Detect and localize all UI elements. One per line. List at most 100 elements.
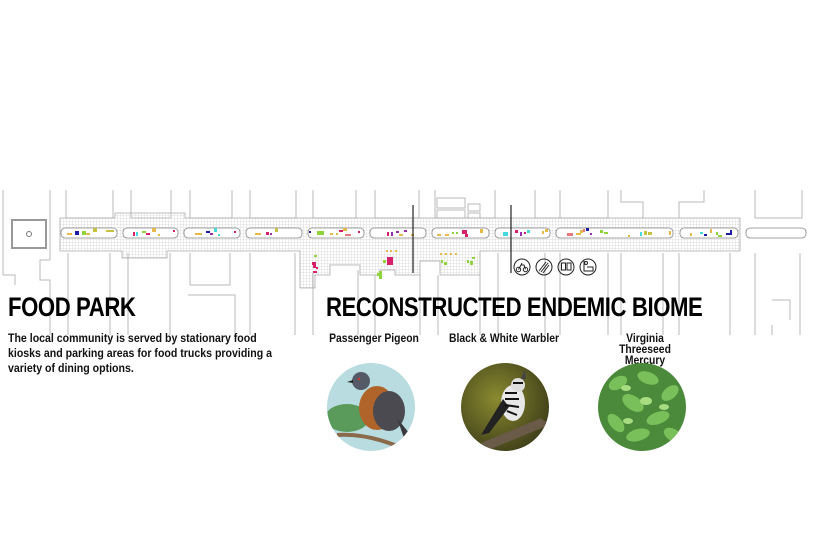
food-kiosk-marker bbox=[704, 234, 707, 236]
bench-icon bbox=[579, 258, 597, 276]
food-kiosk-marker bbox=[567, 233, 573, 236]
food-park-description: The local community is served by station… bbox=[8, 333, 272, 375]
food-kiosk-marker bbox=[542, 231, 544, 234]
plaza-grid bbox=[59, 212, 741, 289]
fountain-icon bbox=[26, 231, 32, 237]
median-strips bbox=[60, 227, 807, 239]
food-kiosk-marker bbox=[343, 228, 347, 231]
food-kiosk-marker bbox=[445, 234, 449, 236]
food-kiosk-marker bbox=[136, 232, 138, 236]
food-kiosk-marker bbox=[456, 232, 458, 234]
food-kiosk-marker bbox=[520, 232, 522, 236]
food-kiosk-marker bbox=[270, 233, 272, 235]
food-kiosk-marker bbox=[358, 231, 360, 233]
food-kiosk-marker bbox=[214, 228, 217, 232]
food-kiosk-marker bbox=[452, 232, 454, 234]
food-kiosk-marker bbox=[82, 231, 86, 235]
food-kiosk-marker bbox=[445, 253, 447, 255]
food-kiosk-marker bbox=[718, 235, 722, 237]
food-kiosk-marker bbox=[313, 265, 316, 268]
food-kiosk-marker bbox=[317, 231, 324, 235]
food-kiosk-marker bbox=[480, 229, 483, 233]
food-kiosk-marker bbox=[503, 232, 506, 236]
site-plan-map bbox=[2, 190, 807, 335]
food-kiosk-marker bbox=[314, 255, 317, 257]
food-kiosk-marker bbox=[580, 230, 583, 233]
food-kiosk-marker bbox=[195, 233, 202, 235]
food-kiosk-marker bbox=[379, 271, 382, 279]
food-kiosk-marker bbox=[330, 233, 333, 235]
species-mercury: Virginia Threeseed Mercury bbox=[575, 333, 715, 367]
food-kiosk-marker bbox=[309, 231, 311, 233]
food-kiosk-marker bbox=[75, 231, 79, 235]
food-kiosk-marker bbox=[640, 232, 642, 236]
food-kiosk-marker bbox=[146, 233, 150, 235]
species-label: Virginia Threeseed Mercury bbox=[619, 333, 671, 367]
food-kiosk-marker bbox=[450, 253, 452, 255]
food-kiosk-marker bbox=[387, 257, 393, 265]
food-kiosk-marker bbox=[690, 233, 692, 236]
food-kiosk-marker bbox=[726, 233, 730, 235]
food-kiosk-marker bbox=[462, 230, 467, 234]
food-kiosk-marker bbox=[586, 228, 589, 231]
food-kiosk-marker bbox=[440, 253, 442, 255]
food-kiosk-marker bbox=[527, 230, 530, 233]
food-kiosk-marker bbox=[312, 262, 316, 265]
food-kiosk-marker bbox=[377, 273, 379, 276]
food-kiosk-marker bbox=[628, 235, 630, 237]
food-kiosk-marker bbox=[67, 233, 72, 235]
food-kiosk-marker bbox=[316, 267, 318, 269]
food-kiosk-marker bbox=[386, 250, 388, 252]
food-kiosk-marker bbox=[730, 230, 732, 235]
food-kiosk-marker bbox=[206, 231, 210, 233]
food-kiosk-marker bbox=[158, 234, 160, 236]
food-kiosks bbox=[67, 228, 732, 279]
amenity-icons bbox=[513, 258, 597, 276]
food-kiosk-marker bbox=[700, 232, 703, 234]
species-warbler: Black & White Warbler bbox=[434, 333, 574, 345]
food-kiosk-marker bbox=[583, 229, 585, 232]
food-kiosk-marker bbox=[515, 230, 518, 233]
bicycle-icon bbox=[513, 258, 531, 276]
virginia-threeseed-mercury-photo bbox=[598, 363, 686, 451]
food-kiosk-marker bbox=[437, 234, 441, 236]
food-kiosk-marker bbox=[218, 234, 220, 236]
food-kiosk-marker bbox=[391, 232, 393, 236]
food-kiosk-marker bbox=[275, 228, 278, 232]
food-kiosk-marker bbox=[339, 230, 343, 232]
food-kiosk-marker bbox=[472, 257, 475, 259]
food-kiosk-marker bbox=[396, 231, 399, 233]
food-kiosk-marker bbox=[173, 230, 175, 232]
species-passenger-pigeon: Passenger Pigeon bbox=[304, 333, 444, 345]
biome-title: RECONSTRUCTED ENDEMIC BIOME bbox=[326, 292, 703, 322]
food-kiosk-marker bbox=[600, 230, 603, 233]
food-kiosk-marker bbox=[716, 232, 718, 235]
food-kiosk-marker bbox=[255, 233, 261, 235]
food-kiosk-marker bbox=[399, 234, 403, 236]
food-kiosk-marker bbox=[383, 260, 386, 263]
food-kiosk-marker bbox=[390, 250, 392, 252]
food-kiosk-marker bbox=[467, 260, 469, 263]
food-kiosk-marker bbox=[576, 233, 581, 235]
species-label: Black & White Warbler bbox=[448, 333, 560, 345]
food-kiosk-marker bbox=[234, 231, 236, 233]
passenger-pigeon-photo bbox=[327, 363, 415, 451]
food-kiosk-marker bbox=[455, 253, 457, 255]
food-kiosk-marker bbox=[590, 233, 592, 235]
food-kiosk-marker bbox=[336, 233, 338, 235]
food-kiosk-marker bbox=[93, 228, 97, 232]
food-park-title: FOOD PARK bbox=[8, 292, 136, 322]
food-kiosk-marker bbox=[604, 232, 608, 234]
food-kiosk-marker bbox=[210, 233, 213, 235]
food-kiosk-marker bbox=[465, 234, 468, 237]
food-kiosk-marker bbox=[142, 231, 146, 233]
food-kiosk-marker bbox=[313, 271, 317, 273]
parking-pattern-icon bbox=[535, 258, 553, 276]
kiosk-icon bbox=[557, 258, 575, 276]
food-kiosk-marker bbox=[86, 233, 90, 235]
black-and-white-warbler-photo bbox=[461, 363, 549, 451]
food-kiosk-marker bbox=[441, 260, 443, 263]
species-label: Passenger Pigeon bbox=[329, 333, 419, 345]
food-kiosk-marker bbox=[648, 232, 652, 235]
food-kiosk-marker bbox=[545, 229, 548, 232]
